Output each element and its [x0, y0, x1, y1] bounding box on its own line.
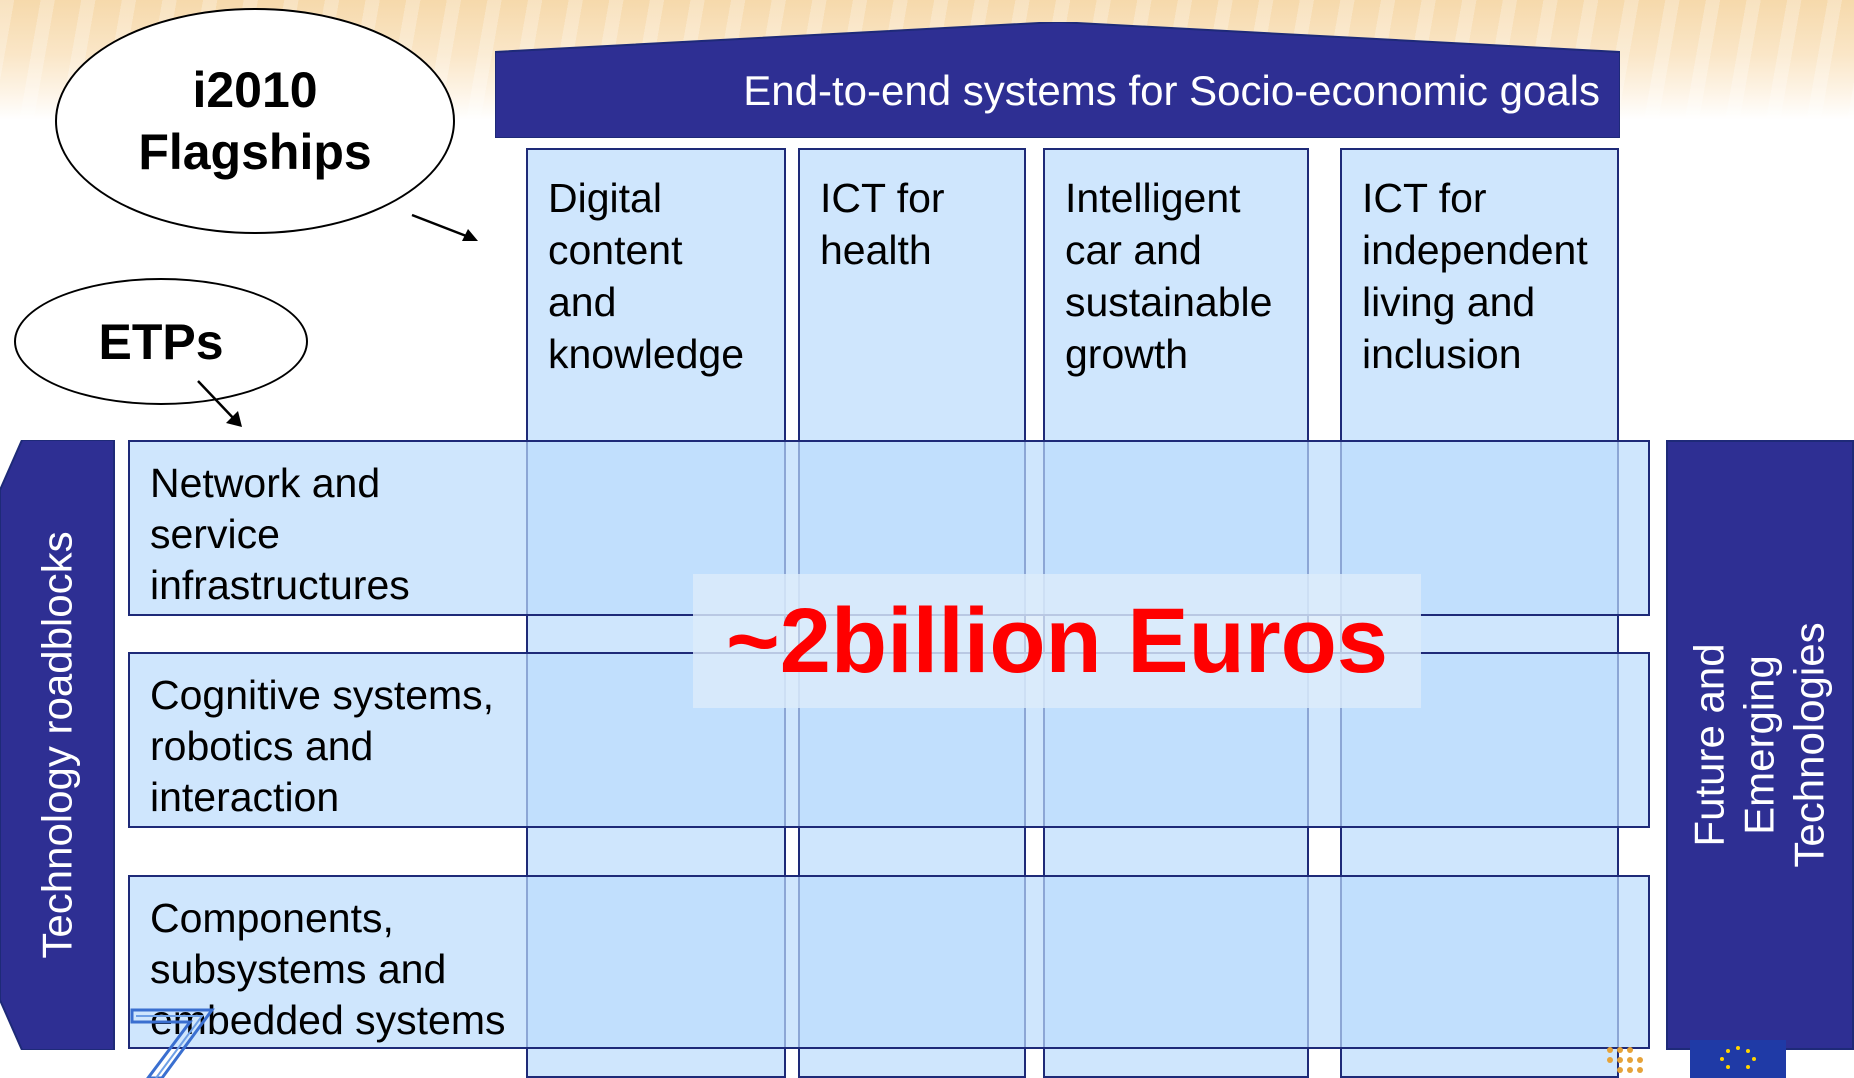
- column-label: ICT for health: [820, 175, 945, 273]
- flagships-line2: Flagships: [138, 124, 372, 180]
- row-label: Cognitive systems, robotics and interact…: [150, 672, 495, 820]
- column-label: ICT for independent living and inclusion: [1362, 175, 1588, 377]
- flagships-line1: i2010: [192, 62, 318, 118]
- banner-shape: [495, 22, 1620, 138]
- left-bar-label: Technology roadblocks: [34, 531, 82, 959]
- eu-flag-icon: [1690, 1040, 1786, 1078]
- row-label: Components, subsystems and embedded syst…: [150, 895, 506, 1043]
- right-bar-label: Future and Emerging Technologies: [1686, 622, 1834, 868]
- left-bar-shape: [0, 440, 115, 1050]
- column-label: Intelligent car and sustainable growth: [1065, 175, 1273, 377]
- row-label: Network and service infrastructures: [150, 460, 410, 608]
- budget-box: ~2billion Euros: [693, 574, 1421, 708]
- right-bar: Future and Emerging Technologies: [1666, 440, 1854, 1050]
- column-label: Digital content and knowledge: [548, 175, 745, 377]
- etps-label: ETPs: [98, 313, 224, 370]
- budget-label: ~2billion Euros: [725, 590, 1388, 692]
- left-bar: Technology roadblocks: [0, 440, 116, 1050]
- dots-logo-icon: [1607, 1047, 1643, 1073]
- arrow-icon: [197, 380, 242, 427]
- banner-title: End-to-end systems for Socio-economic go…: [743, 67, 1600, 114]
- row-components: Components, subsystems and embedded syst…: [128, 875, 1650, 1049]
- fp7-logo-icon: [130, 1008, 215, 1078]
- arrow-icon: [411, 213, 478, 241]
- flagships-oval: i2010 Flagships: [55, 8, 455, 234]
- etps-oval: ETPs: [14, 278, 308, 405]
